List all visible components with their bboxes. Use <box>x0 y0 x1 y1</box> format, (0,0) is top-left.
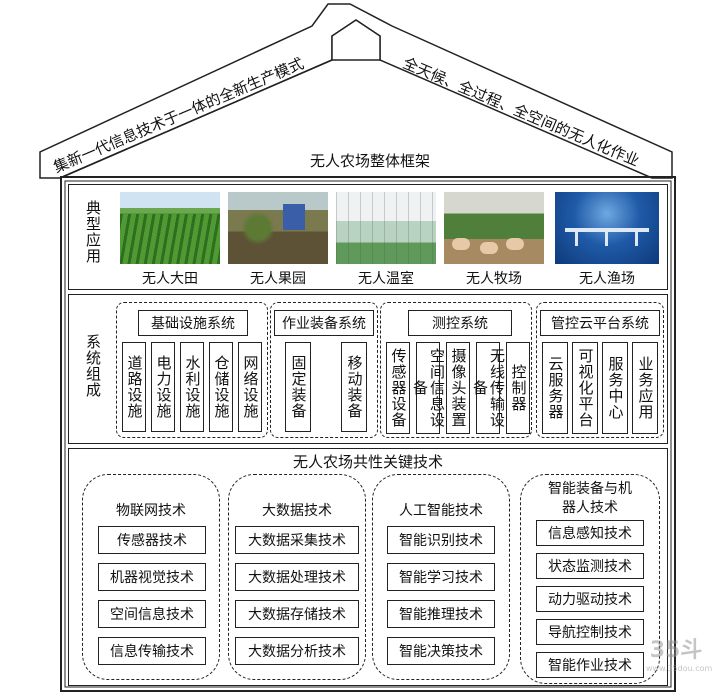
house-frame <box>60 176 676 692</box>
robot-title-text: 智能装备与机器人技术 <box>548 481 632 516</box>
iot-item-vision: 机器视觉技术 <box>98 563 206 591</box>
iot-item-spatial: 空间信息技术 <box>98 600 206 628</box>
bigdata-group <box>228 474 366 680</box>
mc-item-spatial: 空间信息设备 <box>411 342 446 434</box>
iot-item-sensor: 传感器技术 <box>98 526 206 554</box>
bigdata-title: 大数据技术 <box>262 503 332 519</box>
system-label: 系统组成 <box>84 334 102 398</box>
robot-group <box>520 474 660 684</box>
robot-item-drive: 动力驱动技术 <box>536 586 644 612</box>
bigdata-item-process: 大数据处理技术 <box>235 563 359 591</box>
measure-control-title: 测控系统 <box>408 310 512 336</box>
photo-fishery <box>555 192 659 264</box>
cloud-item-business: 业务应用 <box>632 342 658 434</box>
robot-title: 智能装备与机器人技术 <box>524 480 656 518</box>
framework-title: 无人农场整体框架 <box>309 152 430 170</box>
cloud-platform-group <box>536 302 664 438</box>
mc-item-wireless: 无线传输设备 <box>471 342 506 434</box>
iot-title: 物联网技术 <box>116 503 186 519</box>
bigdata-item-collect: 大数据采集技术 <box>235 526 359 554</box>
robot-item-operation: 智能作业技术 <box>536 652 644 678</box>
photo-greenhouse <box>336 192 436 264</box>
cloud-item-server: 云服务器 <box>542 342 568 434</box>
app-label-greenhouse: 无人温室 <box>358 271 414 287</box>
measure-control-group <box>380 302 532 438</box>
ai-title: 人工智能技术 <box>399 503 483 519</box>
ai-item-decision: 智能决策技术 <box>387 637 495 665</box>
equipment-item-mobile: 移动装备 <box>341 342 367 432</box>
cloud-platform-title: 管控云平台系统 <box>540 310 660 336</box>
roof-chimney <box>331 19 381 61</box>
typical-apps-label: 典型应用 <box>84 200 102 264</box>
app-label-field: 无人大田 <box>142 271 198 287</box>
infra-item-power: 电力设施 <box>151 342 175 432</box>
infra-item-network: 网络设施 <box>238 342 262 432</box>
app-label-ranch: 无人牧场 <box>466 271 522 287</box>
infrastructure-title: 基础设施系统 <box>138 310 248 336</box>
bigdata-item-store: 大数据存储技术 <box>235 600 359 628</box>
infrastructure-group <box>116 302 268 438</box>
robot-item-perception: 信息感知技术 <box>536 520 644 546</box>
watermark-text: 35斗 <box>649 638 703 663</box>
bigdata-item-analyze: 大数据分析技术 <box>235 637 359 665</box>
infra-item-road: 道路设施 <box>122 342 146 432</box>
photo-field <box>120 192 220 264</box>
iot-item-transmission: 信息传输技术 <box>98 637 206 665</box>
cloud-item-service: 服务中心 <box>602 342 628 434</box>
equipment-group <box>270 302 378 438</box>
cloud-item-visual: 可视化平台 <box>572 342 598 434</box>
watermark-logo: 35斗 www.35dou.com <box>646 632 713 673</box>
key-tech-title: 无人农场共性关键技术 <box>292 453 443 471</box>
ai-item-learning: 智能学习技术 <box>387 563 495 591</box>
equipment-title: 作业装备系统 <box>274 310 374 336</box>
mc-item-sensor: 传感器设备 <box>386 342 410 434</box>
iot-group <box>82 474 220 680</box>
equipment-item-fixed: 固定装备 <box>285 342 311 432</box>
app-label-fishery: 无人渔场 <box>579 271 635 287</box>
robot-item-navigation: 导航控制技术 <box>536 619 644 645</box>
photo-ranch <box>444 192 544 264</box>
ai-item-recognition: 智能识别技术 <box>387 526 495 554</box>
robot-item-monitoring: 状态监测技术 <box>536 553 644 579</box>
photo-orchard <box>228 192 328 264</box>
ai-group <box>372 474 510 680</box>
house-frame-inner <box>64 180 672 688</box>
roof-inner-left <box>59 59 333 179</box>
ai-item-reasoning: 智能推理技术 <box>387 600 495 628</box>
mc-item-controller: 控制器 <box>506 342 530 434</box>
infra-item-storage: 仓储设施 <box>209 342 233 432</box>
app-label-orchard: 无人果园 <box>250 271 306 287</box>
mc-item-camera: 摄像头装置 <box>446 342 470 434</box>
watermark-sub: www.35dou.com <box>646 664 713 673</box>
infra-item-water: 水利设施 <box>180 342 204 432</box>
